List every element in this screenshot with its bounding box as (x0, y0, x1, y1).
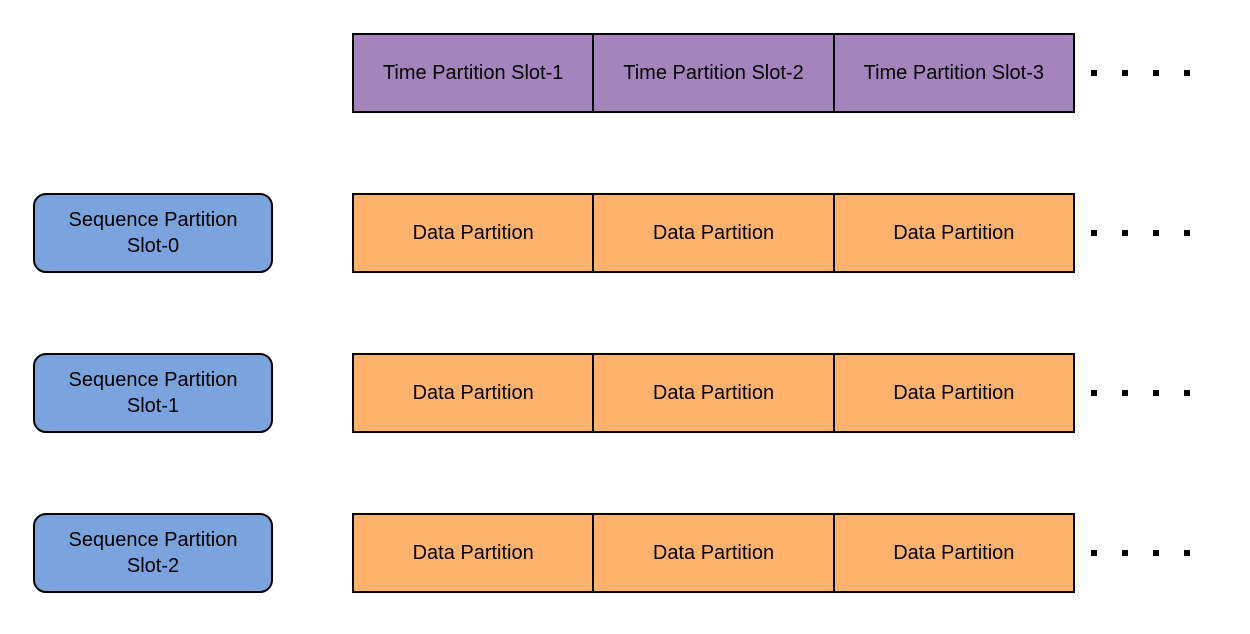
row-2-continuation-dots-icon (1091, 550, 1190, 556)
ellipsis-dot-icon (1184, 550, 1190, 556)
ellipsis-dot-icon (1122, 390, 1128, 396)
sequence-partition-slot-2-label: Sequence Partition Slot-2 (68, 529, 238, 577)
data-partition-cell: Data Partition (354, 195, 593, 271)
data-partition-label: Data Partition (412, 381, 534, 404)
row-0-continuation-dots-icon (1091, 230, 1190, 236)
ellipsis-dot-icon (1184, 230, 1190, 236)
data-partition-label: Data Partition (412, 541, 534, 564)
time-partition-slot-2: Time Partition Slot-2 (592, 35, 833, 111)
row-1-continuation-dots-icon (1091, 390, 1190, 396)
sequence-partition-slot-0: Sequence Partition Slot-0 (33, 193, 273, 273)
ellipsis-dot-icon (1091, 70, 1097, 76)
time-partition-slot-3-label: Time Partition Slot-3 (863, 61, 1045, 84)
sequence-partition-slot-0-label: Sequence Partition Slot-0 (68, 209, 238, 257)
ellipsis-dot-icon (1153, 550, 1159, 556)
data-partition-cell: Data Partition (592, 515, 833, 591)
data-partition-label: Data Partition (893, 541, 1015, 564)
ellipsis-dot-icon (1122, 550, 1128, 556)
data-partition-label: Data Partition (893, 221, 1015, 244)
ellipsis-dot-icon (1153, 390, 1159, 396)
data-partition-cell: Data Partition (354, 515, 593, 591)
data-partition-label: Data Partition (652, 221, 775, 244)
ellipsis-dot-icon (1091, 550, 1097, 556)
ellipsis-dot-icon (1091, 390, 1097, 396)
time-partition-slot-2-label: Time Partition Slot-2 (623, 61, 804, 84)
data-partition-row-1: Data Partition Data Partition Data Parti… (352, 353, 1075, 433)
data-partition-label: Data Partition (652, 381, 775, 404)
time-partition-row: Time Partition Slot-1 Time Partition Slo… (352, 33, 1075, 113)
ellipsis-dot-icon (1091, 230, 1097, 236)
data-partition-cell: Data Partition (832, 195, 1073, 271)
sequence-partition-slot-2: Sequence Partition Slot-2 (33, 513, 273, 593)
ellipsis-dot-icon (1184, 70, 1190, 76)
data-partition-row-2: Data Partition Data Partition Data Parti… (352, 513, 1075, 593)
data-partition-label: Data Partition (652, 541, 775, 564)
data-partition-label: Data Partition (893, 381, 1015, 404)
data-partition-cell: Data Partition (832, 355, 1073, 431)
time-row-continuation-dots-icon (1091, 70, 1190, 76)
ellipsis-dot-icon (1122, 230, 1128, 236)
time-partition-slot-3: Time Partition Slot-3 (832, 35, 1073, 111)
sequence-partition-slot-1: Sequence Partition Slot-1 (33, 353, 273, 433)
ellipsis-dot-icon (1153, 230, 1159, 236)
data-partition-label: Data Partition (412, 221, 534, 244)
data-partition-row-0: Data Partition Data Partition Data Parti… (352, 193, 1075, 273)
sequence-partition-slot-1-label: Sequence Partition Slot-1 (68, 369, 238, 417)
data-partition-cell: Data Partition (832, 515, 1073, 591)
time-partition-slot-1-label: Time Partition Slot-1 (382, 61, 564, 84)
data-partition-cell: Data Partition (592, 355, 833, 431)
data-partition-cell: Data Partition (592, 195, 833, 271)
time-partition-slot-1: Time Partition Slot-1 (354, 35, 593, 111)
ellipsis-dot-icon (1184, 390, 1190, 396)
ellipsis-dot-icon (1153, 70, 1159, 76)
data-partition-cell: Data Partition (354, 355, 593, 431)
ellipsis-dot-icon (1122, 70, 1128, 76)
